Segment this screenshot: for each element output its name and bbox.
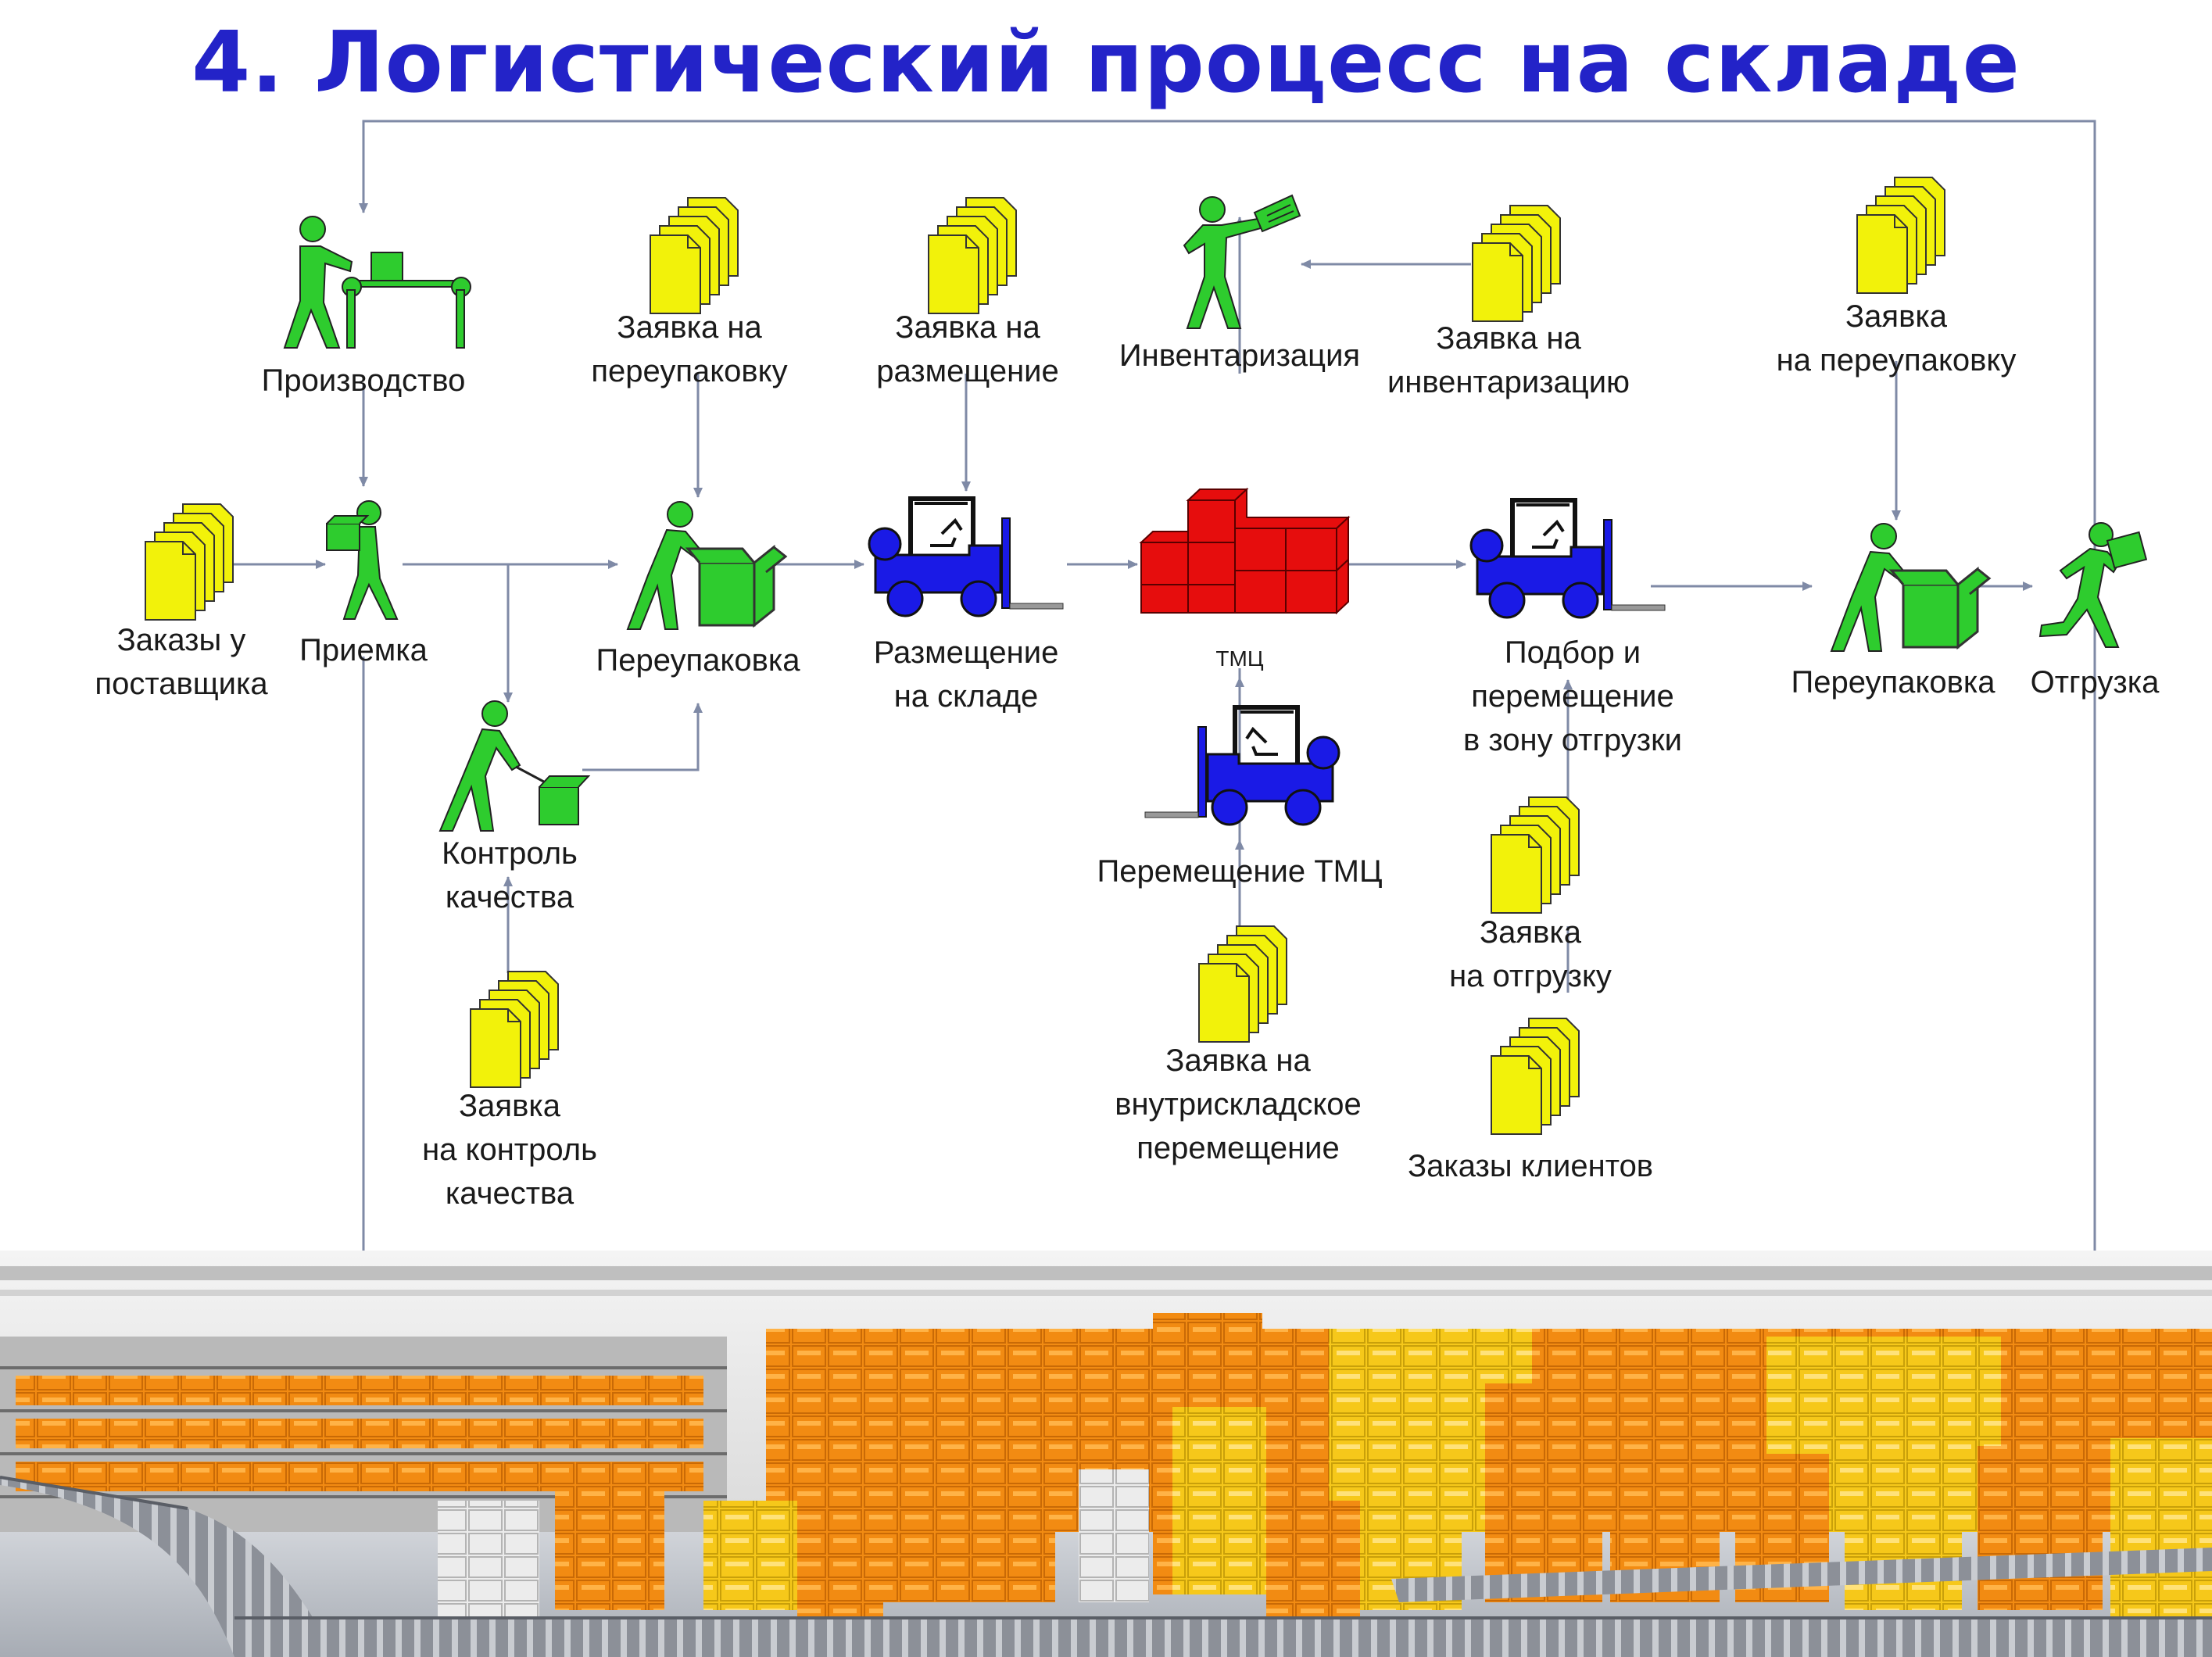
node-repack-2: Переупаковка [1791,523,1995,700]
node-label: на складе [894,679,1039,714]
node-label: на отгрузку [1449,959,1612,993]
node-label: переупаковку [591,354,787,388]
document-stack-icon [1491,796,1580,914]
document-stack-icon [1472,205,1561,322]
node-label: Контроль [442,836,578,871]
node-label: Заявка на [617,310,762,345]
worker-running-box-icon [2038,522,2148,648]
forklift-icon [869,499,1063,616]
worker-inspecting-box-icon [438,700,591,832]
node-goods: ТМЦ [1139,487,1351,671]
node-label: качества [446,880,574,914]
document-stack-icon [650,197,739,314]
node-label: на контроль [422,1133,597,1167]
node-label: Заявка [1845,299,1948,334]
warehouse-conveyor-photo [0,1251,2212,1657]
worker-packing-box-icon [626,501,787,630]
node-label: перемещение [1136,1131,1340,1165]
forklift-icon [1471,500,1665,617]
node-label: Приемка [299,633,428,667]
node-inventory: Инвентаризация [1119,194,1360,373]
worker-packing-box-icon [1830,523,1991,652]
node-label: инвентаризацию [1387,365,1630,399]
node-label: поставщика [95,667,268,701]
forklift-icon [1145,707,1339,825]
node-picking: Подбор и перемещение в зону отгрузки [1463,500,1682,757]
node-label: Заказы у [117,623,246,657]
node-receiving: Приемка [299,500,428,667]
node-label: Заявка на [1436,321,1581,356]
node-inventory-request: Заявка на инвентаризацию [1387,205,1630,399]
node-shipment-request: Заявка на отгрузку [1449,796,1612,993]
node-label: Подбор и [1505,635,1641,670]
goods-boxes-icon [1139,487,1351,615]
worker-carrying-box-icon [326,500,399,620]
node-label: Заявка [1480,915,1582,950]
node-label: качества [446,1176,574,1211]
document-stack-icon [1856,177,1945,294]
node-internal-request: Заявка на внутрискладское перемещение [1115,925,1362,1165]
node-label: внутрискладское [1115,1087,1362,1122]
node-qc-request: Заявка на контроль качества [422,971,597,1211]
node-label: ТМЦ [1215,646,1263,671]
worker-scanning-icon [1183,194,1301,329]
node-label: перемещение [1471,679,1674,714]
node-label: Заказы клиентов [1408,1149,1653,1183]
node-label: Переупаковка [596,643,800,678]
node-repack-1: Переупаковка [596,501,800,678]
node-label: Заявка на [895,310,1040,345]
node-quality-control: Контроль качества [438,700,591,914]
node-label: Размещение [874,635,1059,670]
node-repack-request-1: Заявка на переупаковку [591,197,788,388]
node-shipment: Отгрузка [2031,522,2160,700]
document-stack-icon [145,503,234,621]
node-label: Производство [262,363,466,398]
node-label: Перемещение ТМЦ [1097,854,1382,889]
node-label: Переупаковка [1791,665,1995,700]
node-label: на переупаковку [1777,343,2017,378]
document-stack-icon [928,197,1017,314]
node-repack-request-2: Заявка на переупаковку [1777,177,2017,378]
node-client-orders: Заказы клиентов [1408,1018,1653,1183]
node-label: Заявка на [1165,1043,1311,1078]
node-label: Заявка [459,1089,561,1123]
node-label: в зону отгрузки [1463,723,1682,757]
node-placement: Размещение на складе [869,499,1063,714]
logistics-diagram: Заказы у поставщика Приемка [95,120,2160,1251]
node-label: Отгрузка [2031,665,2160,700]
worker-conveyor-icon [283,216,471,349]
document-stack-icon [1198,925,1287,1043]
page-title: 4. Логистический процесс на складе [191,14,2021,112]
node-production: Производство [262,216,471,398]
node-placement-request: Заявка на размещение [876,197,1059,388]
node-goods-movement: Перемещение ТМЦ [1097,707,1383,889]
node-label: Инвентаризация [1119,338,1360,373]
document-stack-icon [1491,1018,1580,1135]
node-label: размещение [876,354,1059,388]
node-orders-supplier: Заказы у поставщика [95,503,268,701]
document-stack-icon [470,971,559,1088]
